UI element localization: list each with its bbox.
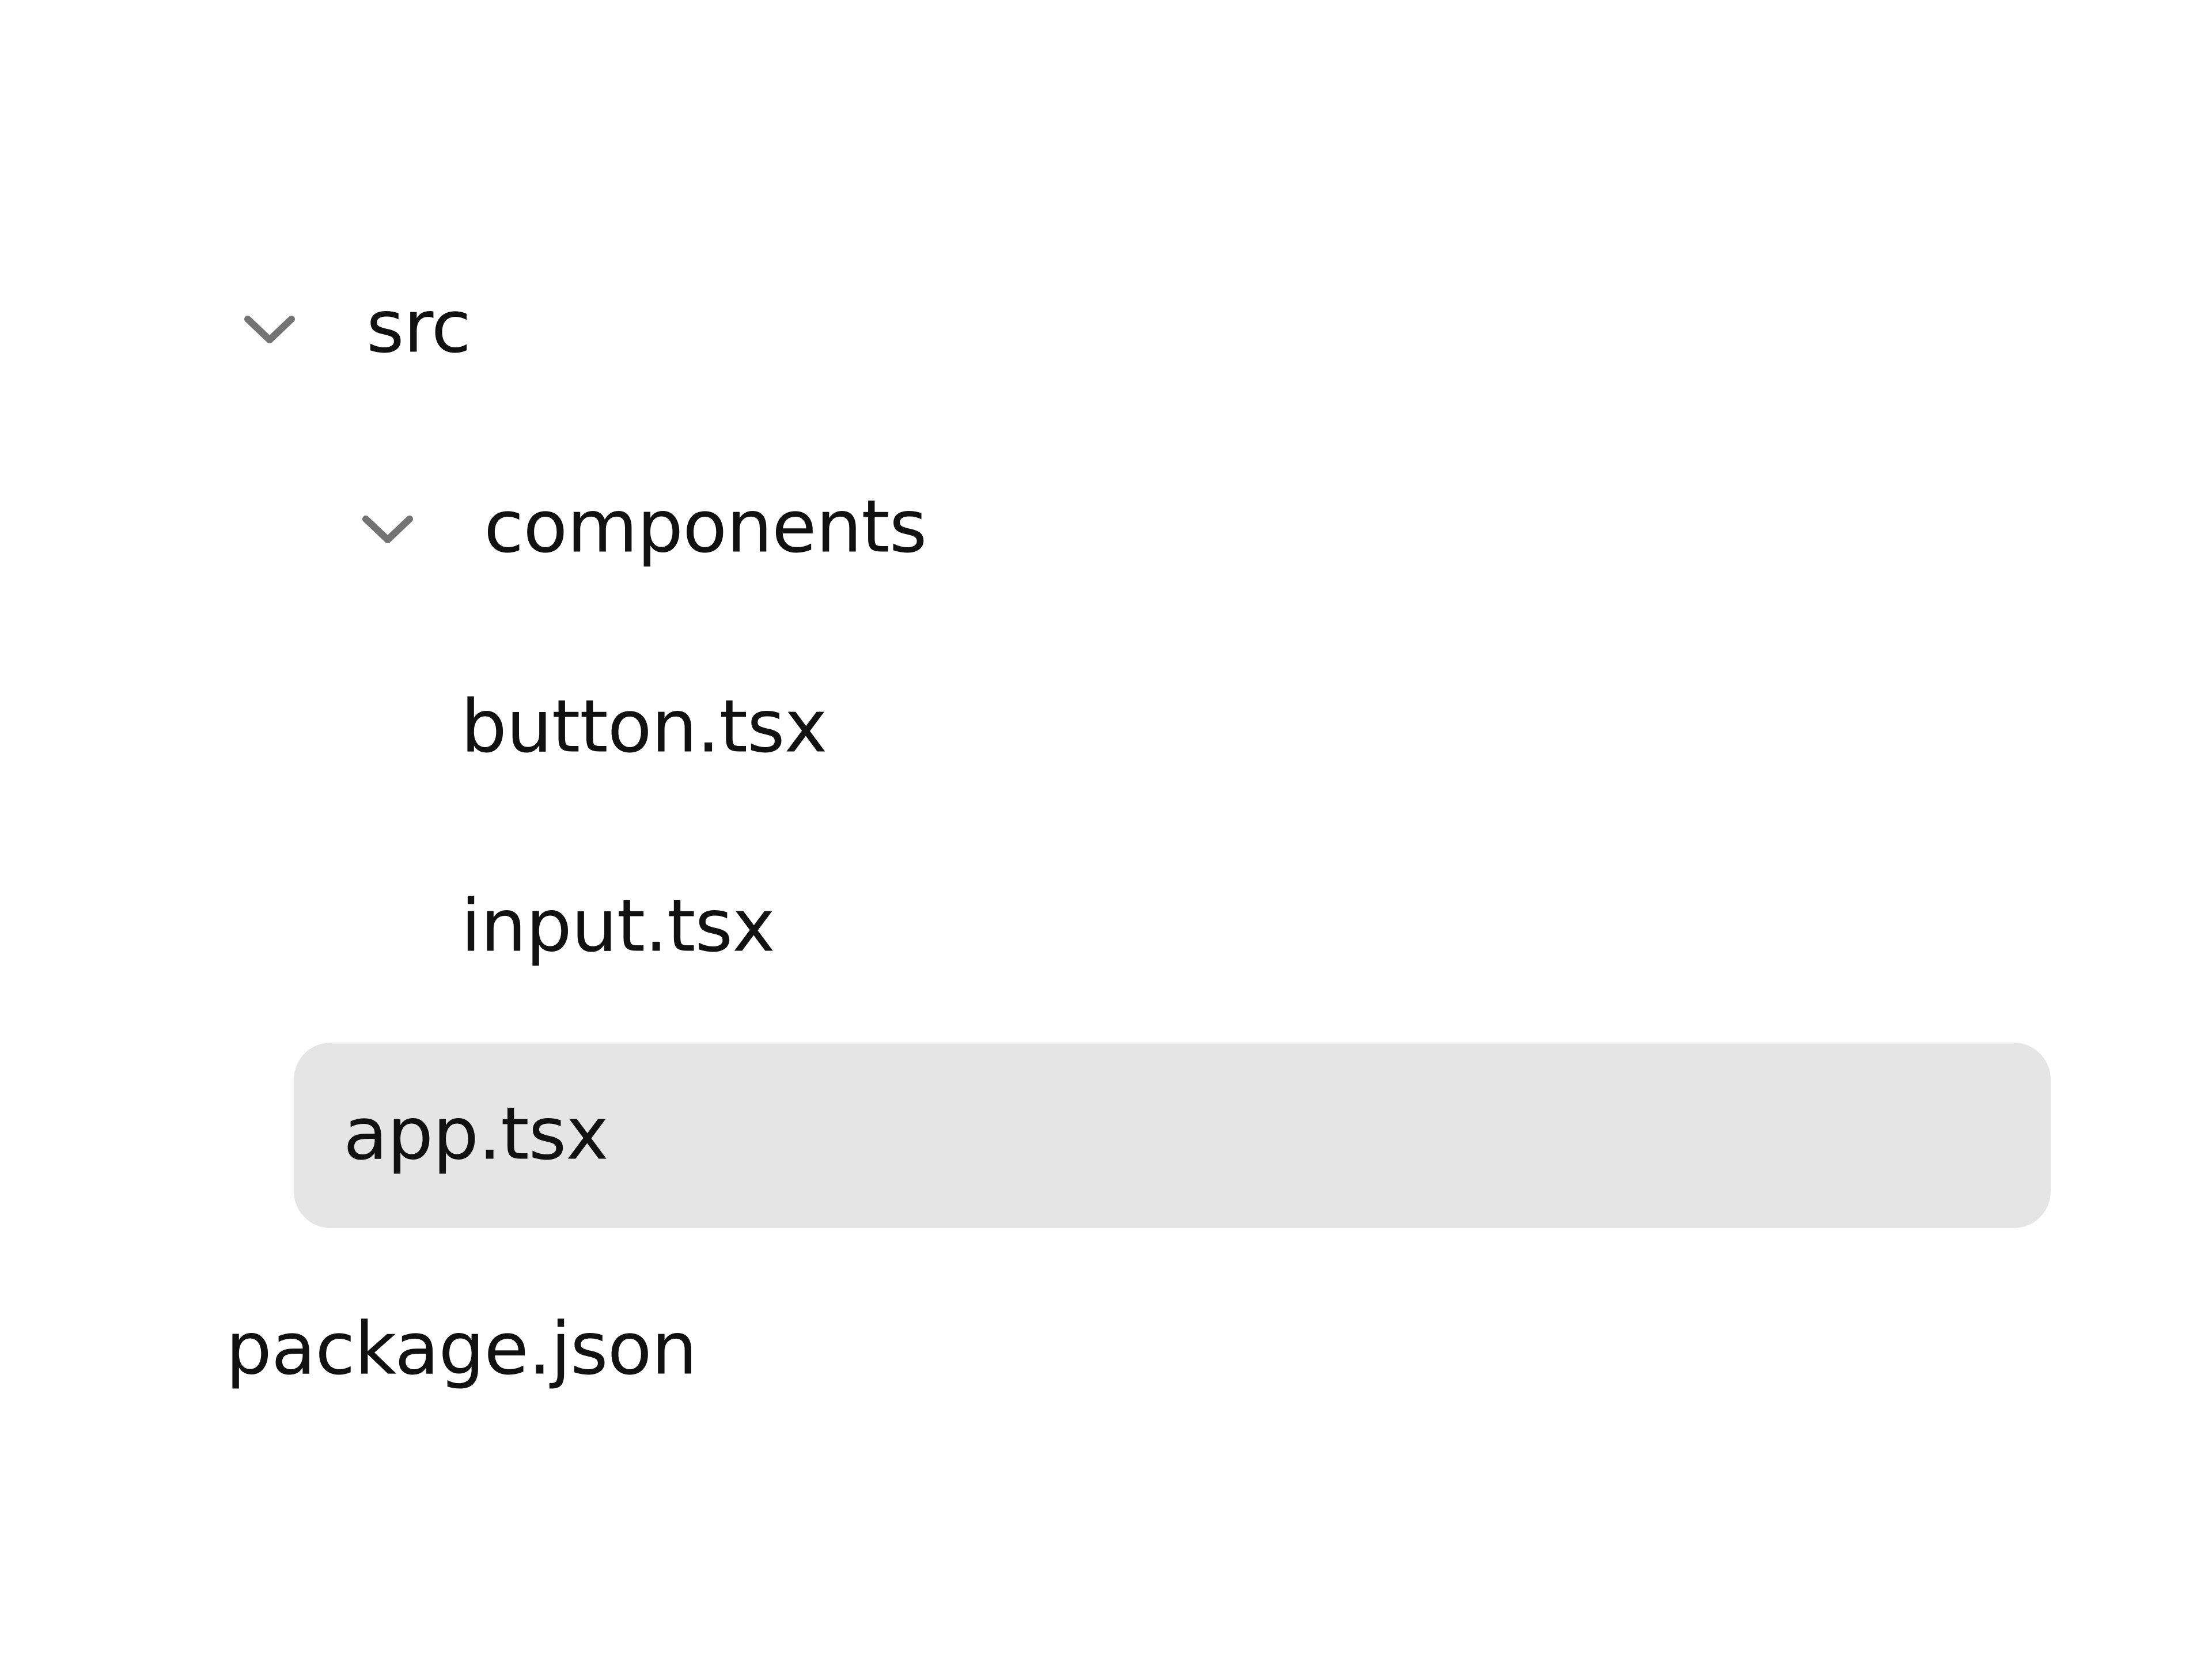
- tree-item-app-tsx[interactable]: app.tsx: [0, 1066, 2212, 1205]
- tree-item-label: components: [484, 484, 927, 569]
- tree-item-label: package.json: [226, 1306, 698, 1391]
- tree-item-package-json[interactable]: package.json: [0, 1281, 2212, 1419]
- selected-row-highlight: [294, 1043, 2051, 1228]
- tree-item-label: input.tsx: [461, 883, 775, 968]
- tree-item-button-tsx[interactable]: button.tsx: [0, 659, 2212, 797]
- tree-item-src[interactable]: src: [0, 259, 2212, 397]
- tree-item-input-tsx[interactable]: input.tsx: [0, 858, 2212, 997]
- tree-item-label: src: [366, 284, 471, 369]
- chevron-down-icon[interactable]: [359, 499, 416, 557]
- tree-item-components[interactable]: components: [0, 459, 2212, 597]
- tree-item-label: app.tsx: [343, 1091, 609, 1176]
- tree-item-label: button.tsx: [461, 684, 827, 769]
- chevron-down-icon[interactable]: [241, 300, 298, 357]
